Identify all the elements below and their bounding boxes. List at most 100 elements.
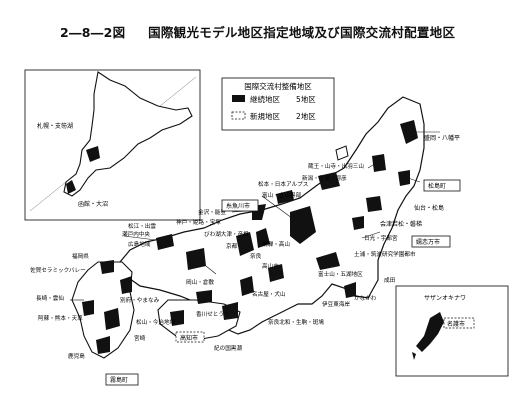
area-aizu xyxy=(366,196,382,212)
area-beppu xyxy=(120,276,132,294)
label-matsuyama: 松山・今治地域 xyxy=(136,318,176,326)
area-matsumoto xyxy=(290,206,316,244)
label-nikko: 日光・宇都宮 xyxy=(364,234,398,242)
label-matsumoto: 松本・日本アルプス xyxy=(258,180,309,188)
leader-line xyxy=(367,161,379,169)
area-fuji xyxy=(316,252,340,270)
itoigawa-box xyxy=(221,199,259,212)
label-nago: 名護市 xyxy=(447,320,465,328)
legend-label-continuing: 継続地区 xyxy=(250,94,280,104)
label-sendai: 仙台・松島 xyxy=(414,204,444,212)
area-kagawa xyxy=(196,290,212,304)
figure-title-text: 国際観光モデル地区指定地域及び国際交流村配置地区 xyxy=(148,25,456,40)
label-okayama: 岡山・倉敷 xyxy=(186,278,214,286)
label-kinokuni: 紀の国黒潮 xyxy=(214,344,242,352)
label-saga: 佐賀セラミックバレー xyxy=(30,266,86,274)
shikoku-island xyxy=(157,299,241,341)
label-fukuoka: 福岡県 xyxy=(72,252,89,260)
hokkaido-inset-frame xyxy=(24,69,201,221)
label-zao: 蔵王・山寺・出羽三山 xyxy=(308,162,364,170)
area-nagoya xyxy=(268,264,284,282)
label-matsue: 松江・出雲 xyxy=(128,222,156,230)
figure-title: 2―8―2図 国際観光モデル地区指定地域及び国際交流村配置地区 xyxy=(60,22,490,44)
matsushima-box xyxy=(423,179,461,192)
honshu-island xyxy=(119,96,425,335)
label-aizu: 会津若松・磐梯 xyxy=(380,220,422,228)
leader-line xyxy=(195,257,217,275)
nago-box xyxy=(443,317,475,329)
tsumagoi-box xyxy=(411,235,451,248)
leader-line xyxy=(261,195,301,225)
kirishima-box xyxy=(105,373,139,386)
label-toyama: 富山・立山黒部 xyxy=(262,191,302,199)
label-miyazaki: 宮崎 xyxy=(134,334,146,342)
label-setouchi: 瀬戸内中央 xyxy=(122,230,150,238)
area-kagoshima xyxy=(96,336,110,354)
leader-line xyxy=(407,177,421,183)
designated-areas xyxy=(82,120,418,354)
area-okayama xyxy=(186,248,206,270)
okinawa-islet xyxy=(412,352,416,360)
area-fukuoka xyxy=(100,260,114,274)
okinawa-inset-frame xyxy=(395,285,509,377)
label-kochi: 高知市 xyxy=(180,334,198,342)
label-kagawa: 香川せとうち xyxy=(196,310,230,318)
label-kirishima: 霧島町 xyxy=(110,376,128,384)
label-nagasaki: 長崎・雲仙 xyxy=(36,294,64,302)
area-sendai xyxy=(398,170,410,186)
label-morioka: 盛岡・八幡平 xyxy=(424,134,460,142)
hokkaido-island xyxy=(63,71,193,197)
area-zao xyxy=(372,154,386,172)
label-itoigawa: 糸魚川市 xyxy=(226,202,250,210)
label-southern-okinawa: サザンオキナワ xyxy=(424,295,466,302)
hakodate-area xyxy=(66,180,76,194)
okinawa-island xyxy=(416,312,444,352)
label-hiroshima: 広島地域 xyxy=(128,240,151,248)
legend-label-new: 新規地区 xyxy=(250,111,280,121)
legend-box xyxy=(221,77,335,131)
area-biwako xyxy=(256,228,270,248)
label-fuji: 富士山・五湖地区 xyxy=(318,270,363,278)
label-kagoshima: 鹿児島 xyxy=(68,352,85,360)
kochi-box xyxy=(175,331,205,343)
label-sapporo: 札幌・支笏湖 xyxy=(37,122,73,130)
label-hida: 飛騨・高山 xyxy=(262,240,290,248)
sapporo-area xyxy=(86,146,100,162)
label-takayama: 高山市 xyxy=(262,262,279,270)
label-nara: 奈良 xyxy=(250,252,262,260)
label-nagoya: 名古屋・犬山 xyxy=(252,290,286,298)
label-kanagawa: かながわ xyxy=(354,294,377,302)
area-nagasaki xyxy=(82,300,94,316)
label-tsumagoi: 嬬恋万市 xyxy=(416,238,440,246)
label-biwako: びわ湖大津・彦根 xyxy=(204,230,249,238)
sado-island xyxy=(335,145,349,161)
label-ikaruga: 奈良北和・生駒・斑鳩 xyxy=(268,318,324,326)
label-kobe: 神戸・姫路・宝塚 xyxy=(176,218,221,226)
area-morioka xyxy=(400,120,418,144)
label-niigata: 新潟・佐渡・弥彦 xyxy=(302,174,347,182)
figure-number: 2―8―2図 xyxy=(60,25,126,40)
area-aso xyxy=(104,308,120,330)
area-niigata xyxy=(318,172,340,190)
legend-title: 国際交流村整備地区 xyxy=(244,81,312,91)
area-matsue xyxy=(156,234,174,250)
label-kyoto: 京都 xyxy=(226,242,238,250)
area-matsuyama xyxy=(170,310,184,326)
legend-count-new: 2地区 xyxy=(296,111,316,121)
area-nikko xyxy=(352,216,364,230)
leader-line xyxy=(361,231,381,239)
label-tsukuba: 土浦・筑波研究学園都市 xyxy=(354,250,416,258)
label-izu: 伊豆東海岸 xyxy=(322,300,350,308)
area-kinokuni xyxy=(222,302,238,320)
label-aso: 阿蘇・熊本・天草 xyxy=(38,314,83,322)
area-izu xyxy=(344,282,356,298)
legend-swatch-continuing xyxy=(232,95,245,102)
area-kyoto xyxy=(236,232,254,256)
leader-line xyxy=(123,235,157,241)
area-nara xyxy=(240,276,254,296)
legend-count-continuing: 5地区 xyxy=(296,94,316,104)
label-beppu: 別府・やまなみ xyxy=(120,296,160,304)
label-matsushima: 松島町 xyxy=(428,182,446,190)
